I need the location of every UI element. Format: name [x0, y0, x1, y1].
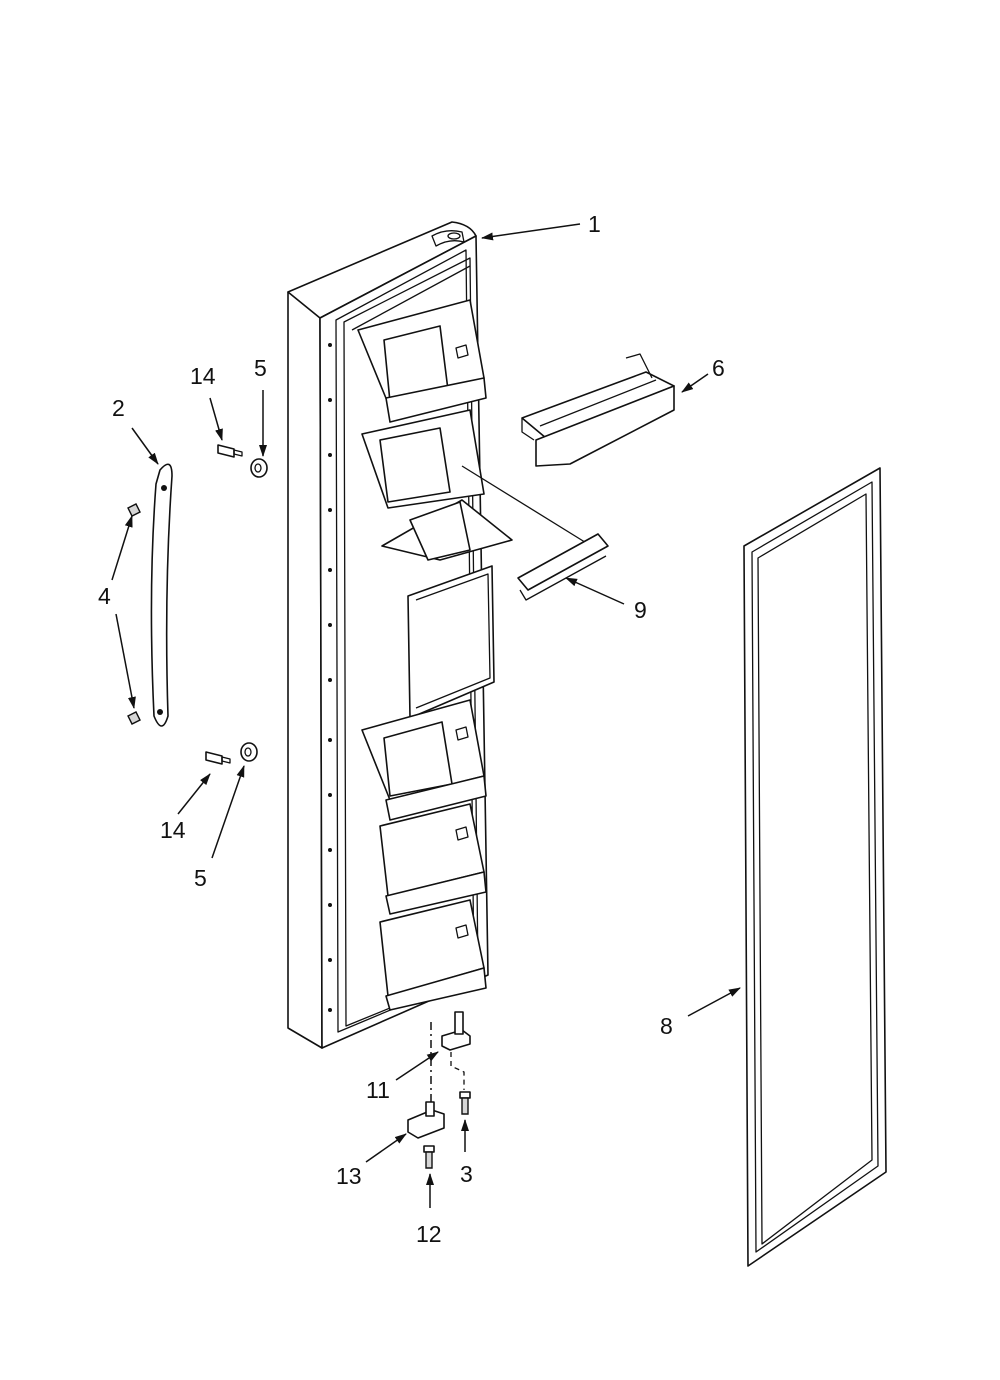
hinge-screw-part — [459, 1091, 471, 1115]
handle-screw-part — [205, 444, 243, 765]
callout-6: 6 — [712, 355, 725, 381]
callout-14-bottom: 14 — [160, 817, 186, 843]
callout-8: 8 — [660, 1013, 673, 1039]
callout-1: 1 — [588, 211, 601, 237]
handle-stud-part — [127, 503, 141, 725]
callout-5-top: 5 — [254, 355, 267, 381]
bracket-screw-part — [423, 1145, 435, 1169]
leader-lines — [111, 223, 741, 1208]
handle-spacer-part — [240, 458, 268, 762]
callout-4: 4 — [98, 583, 111, 609]
callout-12: 12 — [416, 1221, 442, 1247]
callout-11: 11 — [366, 1077, 390, 1103]
door-gasket-part — [743, 467, 887, 1267]
callout-2: 2 — [112, 395, 125, 421]
door-bin-part — [521, 353, 675, 467]
hinge-pin-part — [441, 1011, 471, 1051]
screw-hole-row — [328, 343, 332, 1012]
trim-strip-part — [461, 465, 609, 601]
callout-9: 9 — [634, 597, 647, 623]
door-handle-part — [150, 463, 173, 727]
callout-5-bottom: 5 — [194, 865, 207, 891]
callout-3: 3 — [460, 1161, 473, 1187]
callout-14-top: 14 — [190, 363, 216, 389]
hinge-bracket-part — [407, 1101, 445, 1139]
freezer-door-part — [287, 221, 513, 1049]
callout-13: 13 — [336, 1163, 362, 1189]
